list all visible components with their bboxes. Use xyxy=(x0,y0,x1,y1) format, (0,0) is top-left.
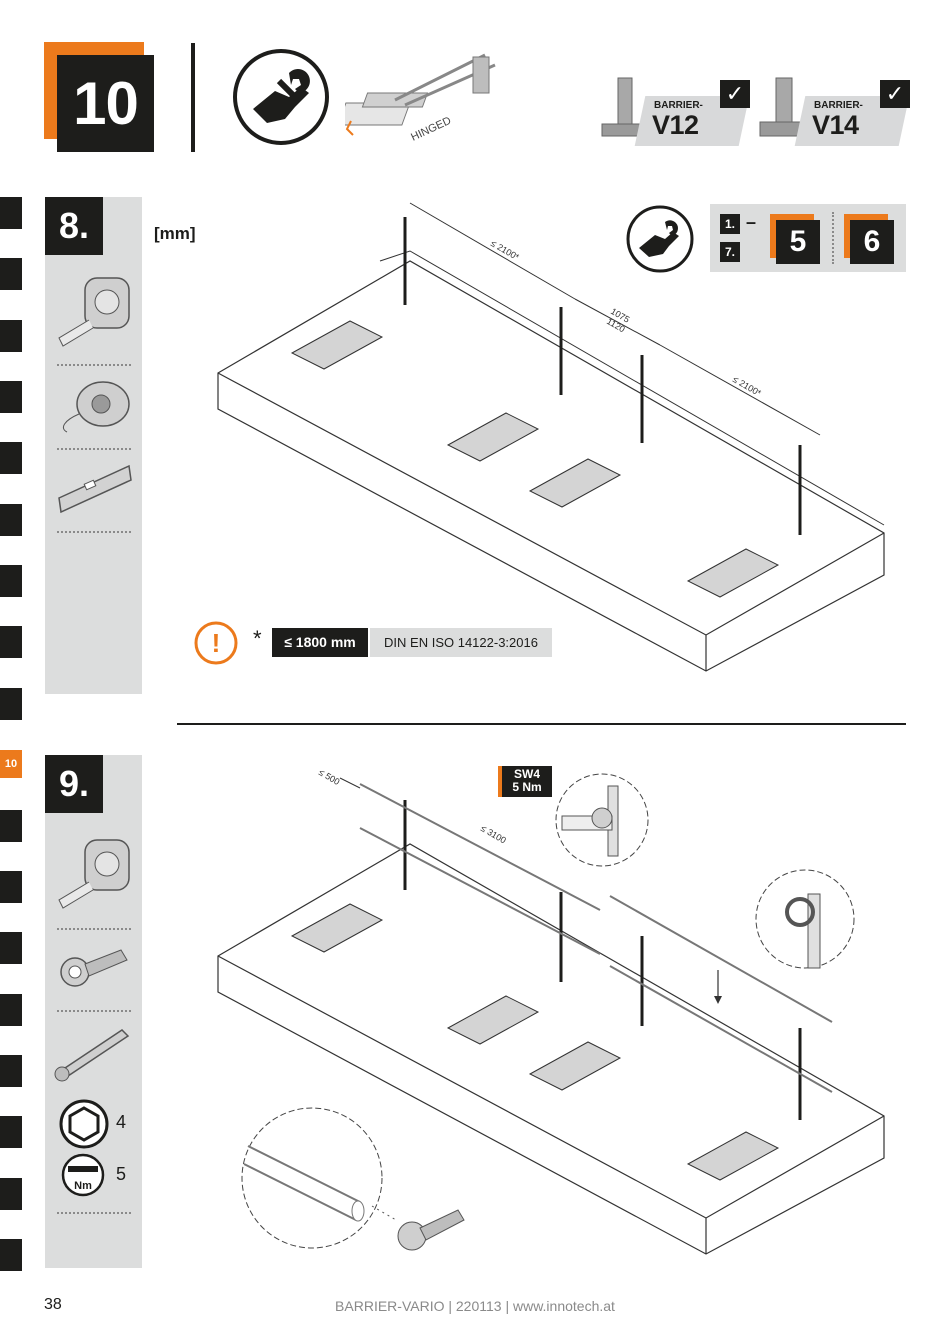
chapter-tab[interactable] xyxy=(0,258,22,290)
torque-callout-value: 5 Nm xyxy=(512,780,542,794)
torque-setting: 5 xyxy=(116,1164,127,1184)
badge-label: BARRIER- xyxy=(654,100,703,111)
chapter-tab[interactable] xyxy=(0,994,22,1026)
reference-step-link[interactable]: 5 xyxy=(776,220,820,264)
hinged-base-illustration: HINGED xyxy=(345,53,496,144)
barrier-v12-badge: BARRIER- V12 ✓ xyxy=(598,77,750,146)
assembly-hand-wrench-icon xyxy=(233,49,329,145)
torque-wrench-icon xyxy=(54,1029,130,1082)
detail-circle-bracket xyxy=(755,869,855,969)
dimension-label: ≤ 500 xyxy=(317,767,341,787)
chapter-tab[interactable] xyxy=(0,197,22,229)
badge-model: V14 xyxy=(812,110,859,140)
badge-label: BARRIER- xyxy=(814,100,863,111)
standard-reference: DIN EN ISO 14122-3:2016 xyxy=(370,628,552,657)
dimension-label: ≤ 3100 xyxy=(479,823,508,845)
warning-icon: ! xyxy=(194,621,238,665)
step8-installation-drawing: ≤ 2100* 1075 1120 ≤ 2100* xyxy=(217,202,885,672)
torque-icon: Nm xyxy=(61,1153,105,1197)
reference-from: 1. xyxy=(720,214,740,234)
chapter-tab[interactable] xyxy=(0,504,22,536)
chapter-tab[interactable] xyxy=(0,810,22,842)
reference-to: 7. xyxy=(720,242,740,262)
chapter-tab[interactable] xyxy=(0,626,22,658)
page-number: 38 xyxy=(44,1296,62,1313)
chapter-tab[interactable] xyxy=(0,1178,22,1210)
separator xyxy=(57,928,131,930)
step-number: 10 xyxy=(57,55,154,152)
chapter-tab[interactable] xyxy=(0,442,22,474)
warning-asterisk: * xyxy=(253,626,262,651)
separator xyxy=(57,1212,131,1214)
hex-size: 4 xyxy=(116,1112,127,1132)
reference-dash: – xyxy=(746,212,757,232)
step9-installation-drawing: ≤ 500 ≤ 3100 xyxy=(217,767,885,1255)
chalk-line-icon xyxy=(63,381,130,433)
chapter-tab[interactable] xyxy=(0,565,22,597)
hex-key-icon xyxy=(59,1099,109,1149)
step8-number: 8. xyxy=(45,197,103,255)
detail-circle-tube-cutting xyxy=(241,1107,465,1251)
section-divider xyxy=(177,723,906,725)
barrier-v14-badge: BARRIER- V14 ✓ xyxy=(758,77,910,146)
detail-circle-clamp xyxy=(555,773,649,867)
spirit-level-icon xyxy=(58,464,132,514)
dimension-label: ≤ 2100* xyxy=(731,374,763,398)
barrier-v12-post-icon xyxy=(601,77,643,137)
step9-number: 9. xyxy=(45,755,103,813)
torque-callout-key: SW4 xyxy=(513,767,540,781)
check-icon: ✓ xyxy=(880,80,910,108)
unit-label: [mm] xyxy=(154,224,196,243)
warning-symbol: ! xyxy=(212,628,221,658)
chapter-tab[interactable] xyxy=(0,932,22,964)
pipe-cutter-icon xyxy=(60,949,128,987)
check-icon: ✓ xyxy=(720,80,750,108)
torque-icon-label: Nm xyxy=(74,1180,92,1192)
chapter-tab[interactable] xyxy=(0,871,22,903)
tape-measure-icon xyxy=(58,277,130,347)
chapter-tab-active[interactable]: 10 xyxy=(0,750,22,778)
chapter-tab[interactable] xyxy=(0,381,22,413)
chapter-tab[interactable] xyxy=(0,320,22,352)
chapter-tab[interactable] xyxy=(0,1239,22,1271)
separator xyxy=(57,531,131,533)
separator xyxy=(57,1010,131,1012)
chapter-tab[interactable] xyxy=(0,1116,22,1148)
torque-callout: SW4 5 Nm xyxy=(498,766,552,797)
chapter-tab[interactable] xyxy=(0,688,22,720)
tape-measure-icon xyxy=(58,839,130,909)
assembly-hand-wrench-icon xyxy=(626,205,694,273)
header-divider xyxy=(191,43,195,152)
hinged-label: HINGED xyxy=(409,115,453,144)
separator xyxy=(57,364,131,366)
reference-step-link[interactable]: 6 xyxy=(850,220,894,264)
barrier-v14-post-icon xyxy=(759,77,807,137)
separator xyxy=(57,448,131,450)
separator xyxy=(832,212,834,264)
badge-model: V12 xyxy=(652,110,699,140)
chapter-tab[interactable] xyxy=(0,1055,22,1087)
height-limit: ≤ 1800 mm xyxy=(272,628,368,657)
footer-doc-info: BARRIER-VARIO | 220113 | www.innotech.at xyxy=(335,1298,615,1314)
